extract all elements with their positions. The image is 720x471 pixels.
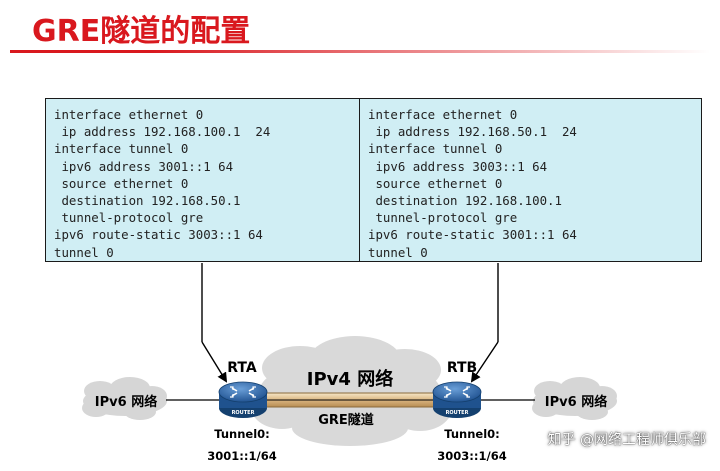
ipv6-cloud-left [82,377,167,420]
gre-tunnel-pipe [240,392,452,408]
rtb-config-line: ipv6 route-static 3001::1 64 [368,227,577,243]
watermark: 知乎 @网络工程师俱乐部 [547,432,706,448]
rtb-config-line: source ethernet 0 [368,175,503,191]
rta-config-line: ipv6 address 3001::1 64 [54,158,234,174]
ipv4-network-label: IPv4 网络 [307,368,393,390]
rta-config-line: interface ethernet 0 [54,107,204,122]
tunnel-b-address: 3003::1/64 [437,449,506,463]
title-divider [10,50,710,53]
rta-config-box: interface ethernet 0 ip address 192.168.… [45,98,388,262]
rtb-config-line: interface tunnel 0 [368,141,503,157]
rta-config-line: interface tunnel 0 [54,141,189,157]
rta-arrow [201,341,228,383]
rta-config-line: source ethernet 0 [54,175,189,191]
router-rtb-icon: ROUTER [432,381,482,418]
tunnel-a-address: 3001::1/64 [207,449,276,463]
router-rtb-label: RTB [447,360,477,376]
gre-tunnel-label: GRE隧道 [318,412,374,428]
ipv6-network-left-label: IPv6 网络 [95,394,157,410]
rtb-config-line: ip address 192.168.50.1 24 [368,124,577,140]
rta-config-line: tunnel 0 [54,244,114,260]
ipv6-network-right-label: IPv6 网络 [545,394,607,410]
rta-config-line: tunnel-protocol gre [54,210,204,226]
rtb-config-line: tunnel-protocol gre [368,210,518,226]
rtb-arrow [470,341,499,383]
tunnel-a-label: Tunnel0: [214,427,269,441]
router-rta-caption: ROUTER [232,410,255,416]
rtb-config-line: tunnel 0 [368,244,428,260]
tunnel-b-label: Tunnel0: [444,427,499,441]
rta-config-line: destination 192.168.50.1 [54,193,241,209]
rtb-config-box: interface ethernet 0 ip address 192.168.… [359,98,702,262]
rtb-config-line: interface ethernet 0 [368,107,518,122]
router-rta-icon: ROUTER [218,381,268,418]
rtb-config-line: destination 192.168.100.1 [368,193,562,209]
router-rta-label: RTA [227,360,257,376]
slide-title: GRE隧道的配置 [32,14,251,49]
rtb-config-line: ipv6 address 3003::1 64 [368,158,548,174]
ipv4-cloud [250,336,452,446]
router-rtb-caption: ROUTER [446,410,469,416]
ipv6-cloud-right [532,377,617,420]
rta-config-line: ipv6 route-static 3003::1 64 [54,227,263,243]
rta-config-line: ip address 192.168.100.1 24 [54,124,271,140]
